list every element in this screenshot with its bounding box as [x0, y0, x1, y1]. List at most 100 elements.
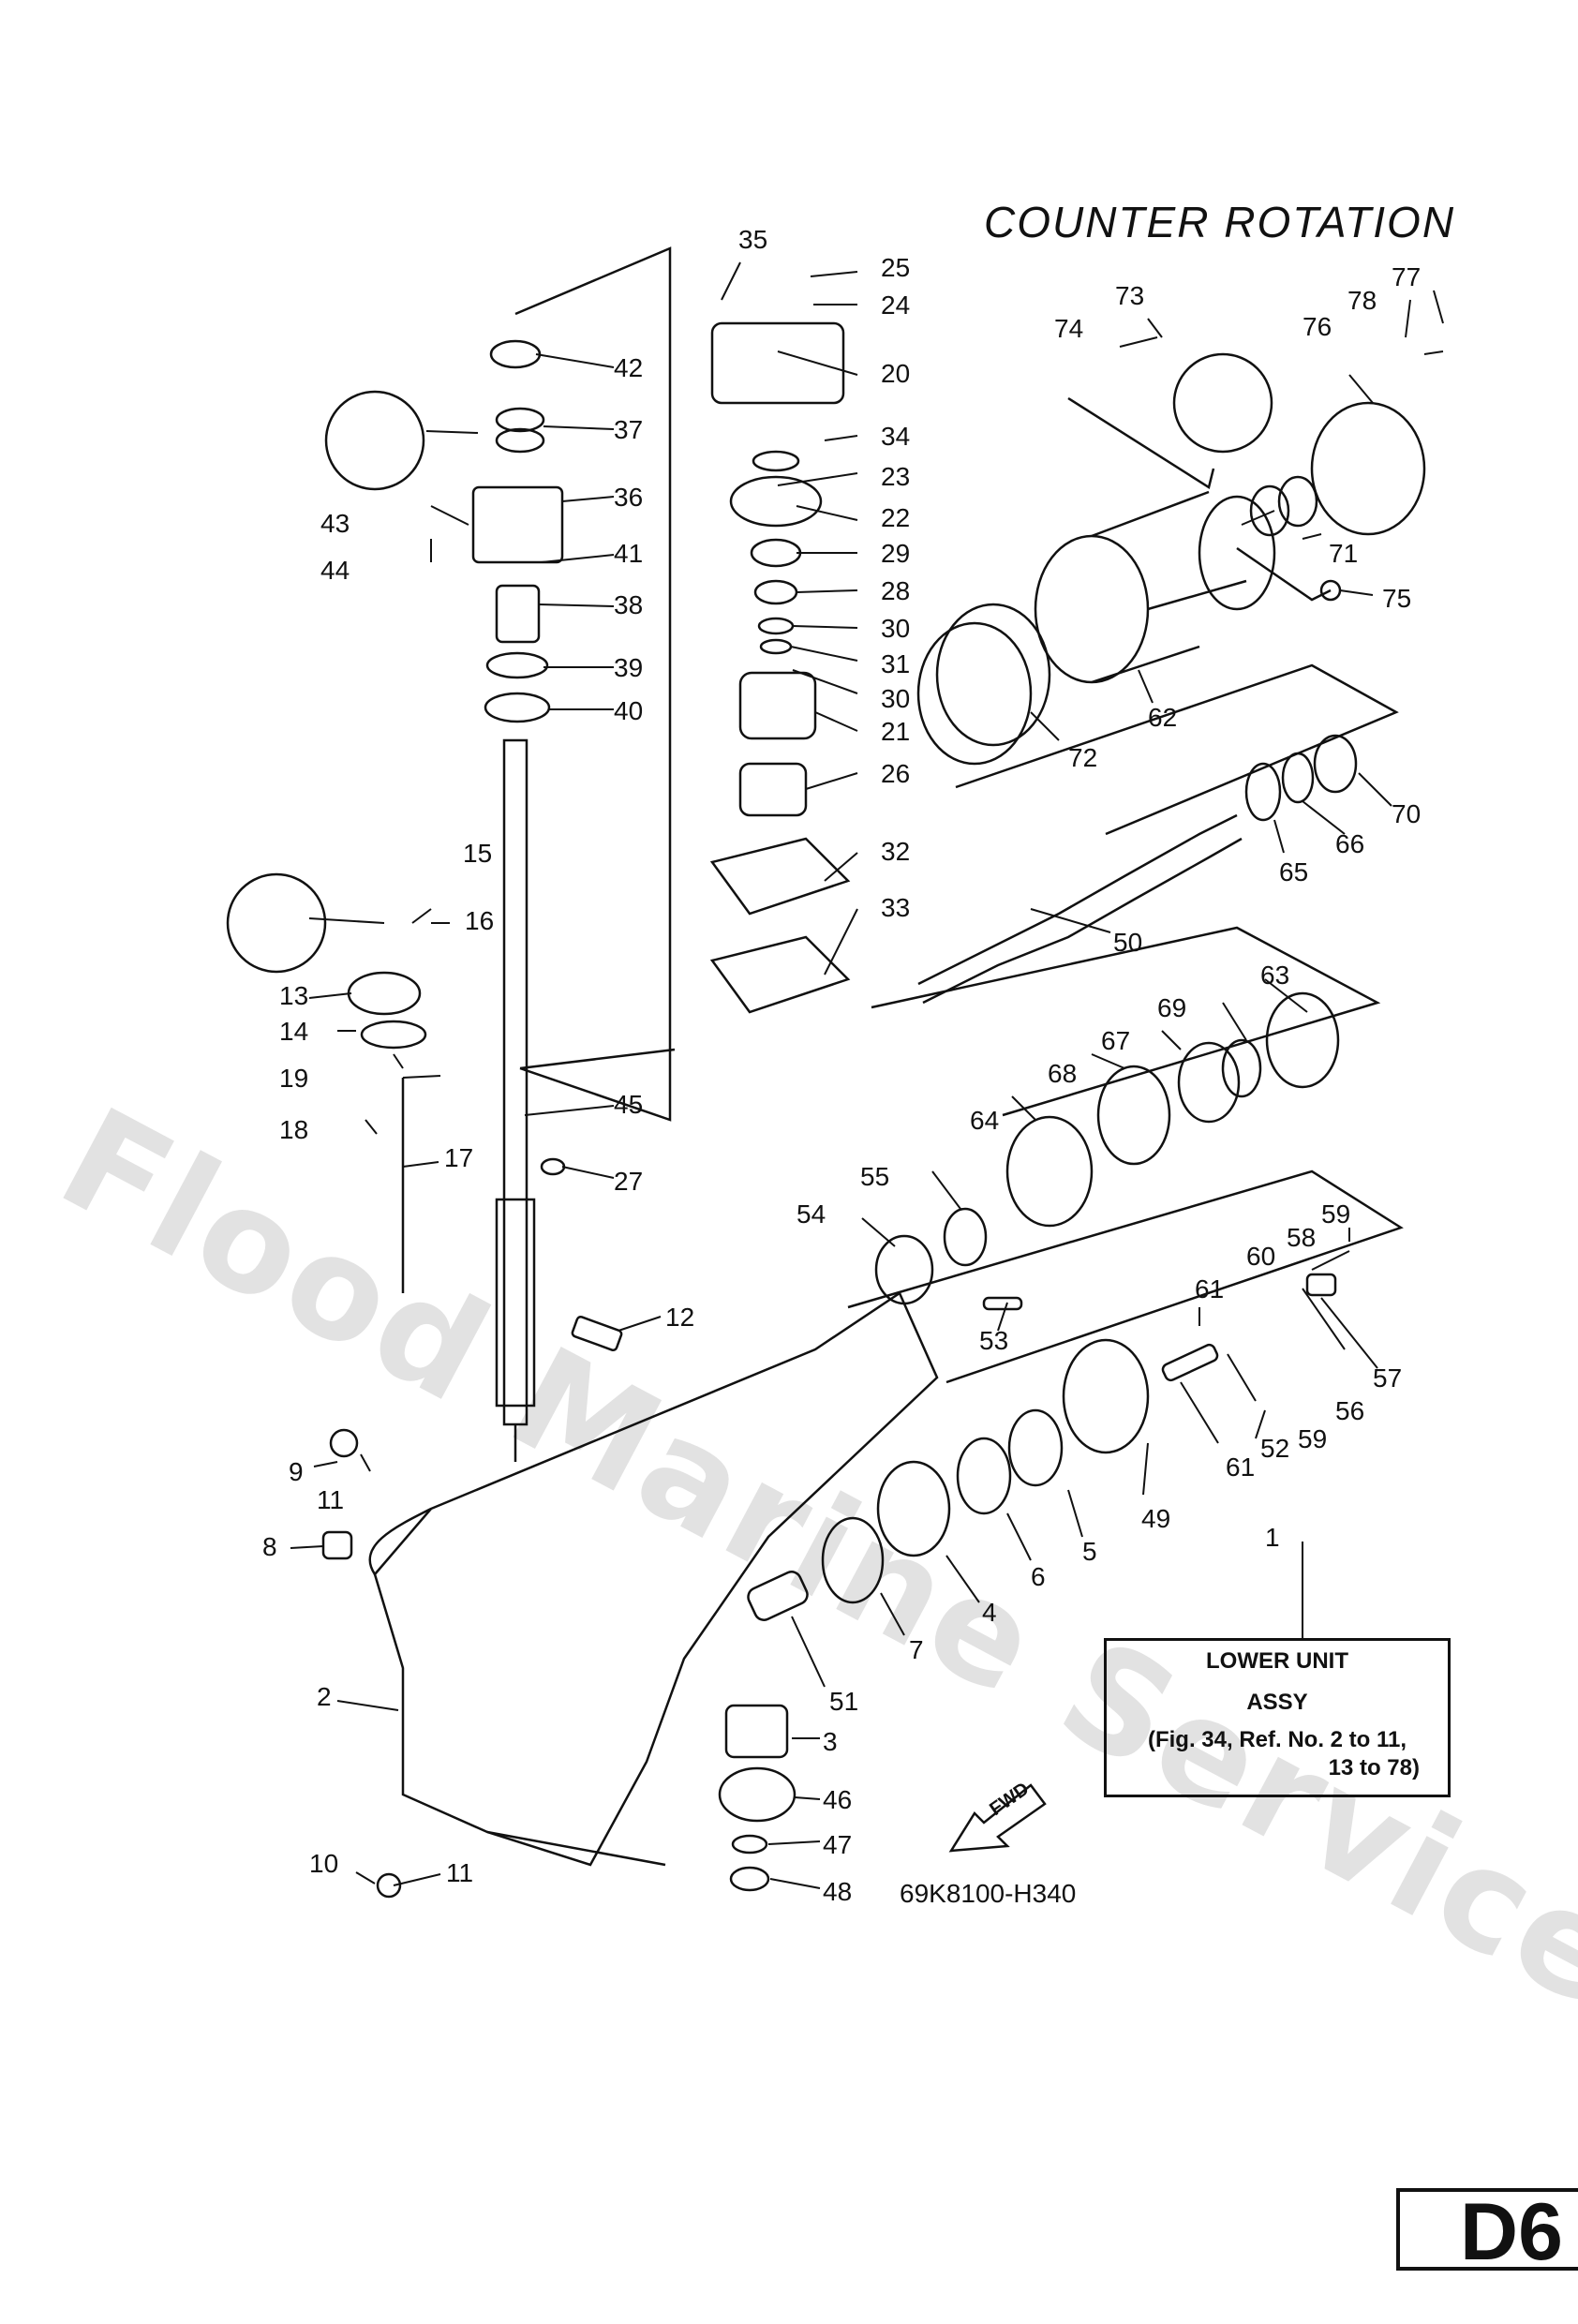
callout-40: 40 [614, 696, 643, 725]
part-5-bearing [1007, 1408, 1064, 1487]
page-tab-label: D6 [1460, 2187, 1563, 2277]
callout-21: 21 [881, 717, 910, 746]
callout-12: 12 [665, 1303, 694, 1332]
water-pump-group-outline [514, 246, 672, 1122]
callout-62: 62 [1148, 703, 1177, 732]
callout-7: 7 [909, 1635, 924, 1664]
shaft-group-line [519, 1048, 676, 1070]
part-62-housing [1034, 534, 1150, 684]
callout-30a: 30 [881, 614, 910, 643]
callout-17: 17 [444, 1143, 473, 1172]
callout-52: 52 [1260, 1434, 1289, 1463]
callout-69: 69 [1157, 993, 1186, 1022]
callout-75: 75 [1382, 584, 1411, 613]
part-66-shim [1281, 752, 1315, 804]
callout-76: 76 [1303, 312, 1332, 341]
part-51-shift-pin-holder [747, 1571, 809, 1621]
part-40-sleeve [484, 692, 551, 723]
page-tab: D6 [1396, 2187, 1578, 2277]
callout-48: 48 [823, 1877, 852, 1906]
callout-51: 51 [829, 1687, 858, 1716]
diagram-code: 69K8100-H340 [900, 1879, 1077, 1908]
callout-11a: 11 [317, 1485, 344, 1514]
callout-66: 66 [1335, 829, 1364, 858]
lower-unit-assy-note: LOWER UNIT ASSY (Fig. 34, Ref. No. 2 to … [1104, 1638, 1451, 1797]
part-6-shim [956, 1437, 1012, 1515]
callout-72: 72 [1068, 743, 1097, 772]
callout-68: 68 [1048, 1059, 1077, 1088]
propeller-shaft-housing-group-outline [955, 663, 1399, 836]
part-13-shift-cover [347, 971, 422, 1016]
part-29 [750, 538, 802, 568]
callout-29: 29 [881, 539, 910, 568]
callout-42: 42 [614, 353, 643, 382]
part-42-seal [489, 339, 542, 369]
part-8-grommet [321, 1530, 353, 1560]
part-4-bearing-outer [876, 1460, 951, 1557]
callout-71: 71 [1329, 539, 1358, 568]
callout-47: 47 [823, 1830, 852, 1859]
part-39-washer [485, 651, 549, 679]
callout-78: 78 [1347, 286, 1377, 315]
part-32-plate [709, 837, 851, 916]
callout-53: 53 [979, 1326, 1008, 1355]
callout-59a: 59 [1321, 1199, 1350, 1229]
part-52-plunger [1161, 1343, 1219, 1382]
note-line-1: LOWER UNIT [1206, 1648, 1348, 1674]
part-54-clutch [874, 1234, 934, 1305]
part-50-propeller-shaft [917, 813, 1238, 986]
part-33-gasket [709, 935, 851, 1014]
callout-57: 57 [1373, 1363, 1402, 1393]
part-26-impeller [738, 762, 808, 817]
part-27-pin [540, 1157, 566, 1176]
callout-2: 2 [317, 1682, 332, 1711]
part-70-bearing [1313, 734, 1358, 794]
callout-43: 43 [320, 509, 350, 538]
part-31 [759, 638, 793, 655]
cap-group-outline [1067, 396, 1215, 489]
callout-24: 24 [881, 290, 910, 320]
callout-36: 36 [614, 483, 643, 512]
part-2-lower-case [373, 1291, 939, 1867]
drive-shaft-lower [495, 1198, 536, 1408]
part-63-bearing [1265, 991, 1340, 1089]
part-53-pin [982, 1296, 1023, 1311]
part-20-pump-housing [710, 321, 845, 405]
part-69-shim [1221, 1038, 1262, 1098]
bearing-group-outline [871, 926, 1381, 1117]
part-30-ring [757, 617, 795, 635]
part-64-gear [1005, 1115, 1094, 1228]
part-37-seals [495, 407, 545, 433]
part-12-plate [571, 1315, 623, 1352]
callout-39: 39 [614, 653, 643, 682]
part-65-bearing-ring [1244, 762, 1282, 822]
callout-74: 74 [1054, 314, 1083, 343]
part-10-plug [376, 1872, 402, 1899]
callout-45: 45 [614, 1090, 643, 1119]
callout-61a: 61 [1195, 1274, 1224, 1304]
diagram-title: COUNTER ROTATION [984, 198, 1456, 246]
callout-13: 13 [279, 981, 308, 1010]
part-76-anode [1310, 401, 1426, 536]
callout-64: 64 [970, 1106, 999, 1135]
callout-55: 55 [860, 1162, 889, 1191]
callout-61b: 61 [1226, 1452, 1255, 1482]
callout-18: 18 [279, 1115, 308, 1144]
part-55-spring [943, 1207, 988, 1267]
shift-group-outline [847, 1169, 1404, 1384]
part-23-oring [752, 450, 800, 472]
callout-3: 3 [823, 1727, 838, 1756]
callout-19: 19 [279, 1064, 308, 1093]
part-14-oring [360, 1020, 427, 1050]
callout-16: 16 [465, 906, 494, 935]
part-47-washer [731, 1834, 768, 1855]
callout-14: 14 [279, 1017, 308, 1046]
part-57-spring [1305, 1273, 1337, 1297]
callout-1: 1 [1265, 1523, 1280, 1552]
callout-73: 73 [1115, 281, 1144, 310]
callout-28: 28 [881, 576, 910, 605]
callout-59b: 59 [1298, 1424, 1327, 1453]
part-72-orings [916, 621, 1033, 766]
